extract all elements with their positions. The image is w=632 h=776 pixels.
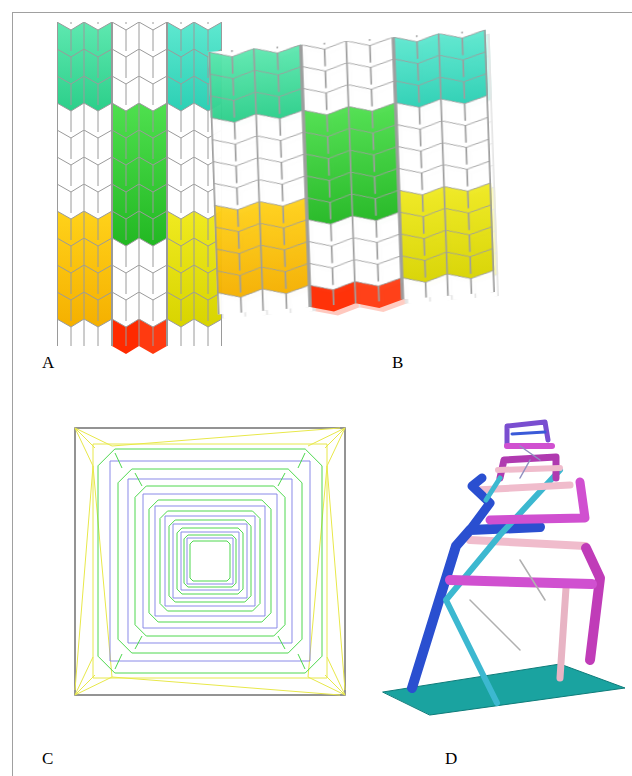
panel-label: A: [42, 354, 54, 373]
frame: [13, 13, 632, 776]
panel-label: D: [445, 750, 457, 769]
crease-pattern: [57, 22, 222, 354]
folded-tower: [383, 422, 625, 715]
folded-pattern: [208, 30, 499, 325]
panel-label: C: [42, 750, 53, 769]
panel-label: B: [392, 354, 403, 373]
square-crease-pattern: [75, 428, 345, 695]
